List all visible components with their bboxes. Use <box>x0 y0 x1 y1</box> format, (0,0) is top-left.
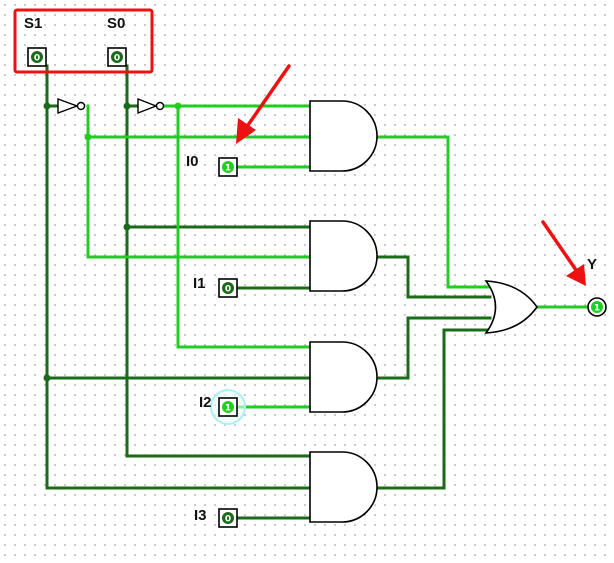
wire-and3-out <box>375 328 492 490</box>
pin-value: 0 <box>225 515 231 525</box>
s1-label: S1 <box>24 15 42 32</box>
and-gate-2[interactable] <box>309 341 378 413</box>
pin-value: 1 <box>225 164 231 174</box>
junction-dot <box>43 374 51 382</box>
i2-label: I2 <box>199 394 212 411</box>
and-gate-3[interactable] <box>309 451 378 523</box>
wire-and2-out <box>375 316 492 380</box>
and-gate-1[interactable] <box>309 220 378 292</box>
input-pin-i2[interactable]: 1 <box>218 397 238 417</box>
red-arrow-icon <box>236 64 291 144</box>
s0-label: S0 <box>107 15 125 32</box>
output-pin-y[interactable]: 1 <box>587 297 607 317</box>
wire-s1-bus <box>45 64 312 490</box>
wires-low <box>45 64 492 520</box>
i1-label: I1 <box>193 275 206 292</box>
select-inputs-highlight <box>13 8 154 74</box>
wires-high <box>86 104 592 409</box>
input-pin-s0[interactable]: 0 <box>107 47 127 67</box>
and-gate-0[interactable] <box>309 100 378 172</box>
junction-dot <box>84 133 92 141</box>
input-pin-i3[interactable]: 0 <box>218 508 238 528</box>
junctions <box>43 102 182 382</box>
i3-label: I3 <box>194 507 207 524</box>
pin-value: 0 <box>34 54 40 64</box>
wire-s0-bus <box>125 64 312 458</box>
input-pin-i1[interactable]: 0 <box>218 278 238 298</box>
pin-value: 1 <box>594 304 600 314</box>
pin-value: 1 <box>225 404 231 414</box>
pin-value: 0 <box>225 285 231 295</box>
or-gate[interactable] <box>484 280 538 334</box>
y-label: Y <box>587 256 597 273</box>
input-pin-i0[interactable]: 1 <box>218 157 238 177</box>
junction-dot <box>43 102 51 110</box>
wire-and0-out <box>375 135 492 289</box>
i0-label: I0 <box>186 153 199 170</box>
junction-dot <box>123 223 131 231</box>
pin-value: 0 <box>114 54 120 64</box>
not-gate-s1[interactable] <box>57 97 86 115</box>
input-pin-s1[interactable]: 0 <box>27 47 47 67</box>
wire-not-s0-to-and2 <box>176 104 312 349</box>
junction-dot <box>174 102 182 110</box>
junction-dot <box>123 102 131 110</box>
wire-not-s1-out <box>86 104 312 259</box>
wire-and1-out <box>375 255 492 299</box>
not-gate-s0[interactable] <box>137 97 165 115</box>
red-arrow-icon <box>541 220 586 286</box>
